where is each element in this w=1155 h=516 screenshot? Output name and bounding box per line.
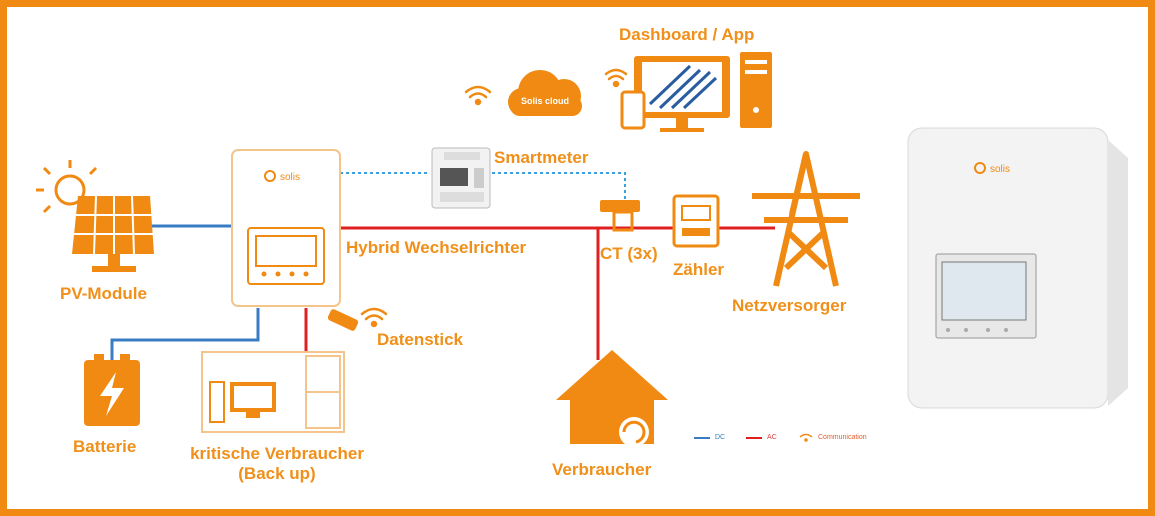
smartmeter-icon	[431, 147, 491, 209]
monitor-icon	[634, 56, 730, 132]
sun-icon	[36, 160, 98, 214]
dc-lines	[110, 224, 260, 360]
critical-loads-line2: (Back up)	[238, 464, 316, 483]
datastick-label: Datenstick	[377, 330, 463, 349]
communication-lines	[340, 172, 626, 200]
critical-loads-label: kritische Verbraucher (Back up)	[172, 444, 382, 484]
grid-label: Netzversorger	[732, 296, 847, 315]
cloud-label: Solis cloud	[521, 96, 569, 106]
tablet-icon	[620, 90, 646, 130]
battery-icon	[84, 354, 140, 426]
critical-loads-icon	[201, 351, 345, 433]
wifi-icon	[604, 68, 628, 88]
legend-comm-label: Communication	[818, 434, 867, 441]
ct-label: CT (3x)	[600, 244, 658, 263]
inverter-brand: solis	[280, 172, 300, 183]
smartmeter-label: Smartmeter	[494, 148, 589, 167]
cloud-icon: Solis cloud	[508, 70, 582, 116]
critical-loads-line1: kritische Verbraucher	[190, 444, 364, 463]
legend	[694, 433, 813, 442]
datastick-icon	[327, 309, 359, 331]
legend-wifi-icon	[799, 433, 813, 442]
power-tower-icon	[752, 151, 860, 287]
pv-label: PV-Module	[60, 284, 147, 303]
meter-icon	[672, 194, 720, 248]
legend-ac-label: AC	[767, 434, 777, 441]
inverter-device-image: solis	[907, 127, 1128, 409]
battery-label: Batterie	[73, 437, 137, 456]
house-icon	[556, 350, 668, 447]
device-brand: solis	[990, 164, 1010, 175]
wifi-icon	[360, 307, 388, 328]
battery-dc-line	[110, 308, 260, 360]
ct-clamp-icon	[600, 200, 640, 232]
meter-label: Zähler	[673, 260, 725, 279]
dashboard-label: Dashboard / App	[619, 25, 755, 44]
hybrid-inverter-icon: solis	[231, 149, 341, 307]
pv-module-icon	[72, 195, 154, 272]
computer-tower-icon	[740, 52, 772, 128]
legend-dc-label: DC	[715, 434, 726, 441]
consumer-label: Verbraucher	[552, 460, 652, 479]
inverter-label: Hybrid Wechselrichter	[346, 238, 527, 257]
wifi-icon	[464, 85, 492, 106]
